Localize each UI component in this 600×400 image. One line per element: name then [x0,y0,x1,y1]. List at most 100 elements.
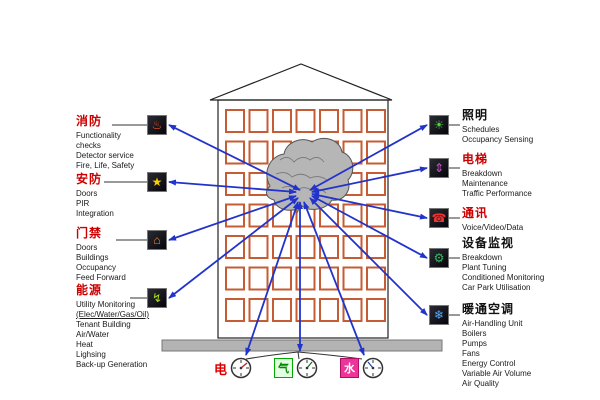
system-subitem: Energy Control [462,359,516,368]
hvac-icon: ❄ [429,305,449,325]
system-subitem: Breakdown [462,253,503,262]
system-subitem: Utility Monitoring [76,300,136,309]
building-window [225,298,245,322]
system-subitem: (Elec/Water/Gas/Oil) [76,310,150,319]
system-subitem: Tenant Building [76,320,131,329]
system-subitem: Detector service [76,151,134,160]
system-subitem: Schedules [462,125,500,134]
system-arrows [168,124,428,356]
water-meter-label: 水 [340,358,359,378]
gas-meter-label: 气 [274,358,293,378]
building-window [319,298,339,322]
hvac-icon-glyph: ❄ [433,308,445,322]
system-subitem: Back-up Generation [76,360,148,369]
system-subitem: Lighsing [76,350,106,359]
building-window [366,172,386,196]
system-arrow [311,166,428,194]
system-subitem: Occupancy Sensing [462,135,534,144]
gas-meter: 气 [274,357,318,379]
lighting-icon-glyph: ☀ [433,118,445,132]
fire-icon-glyph: ♨ [151,118,163,132]
system-subitem: Air Quality [462,379,499,388]
communications-icon-glyph: ☎ [431,211,447,225]
system-subitem: Voice/Video/Data [462,223,524,232]
building-window [295,109,316,133]
ground-slab [161,339,443,352]
elevator-icon-glyph: ⇕ [433,161,445,175]
building-window [319,266,339,291]
building-window [225,266,245,291]
communications-icon: ☎ [429,208,449,228]
system-subitem: Variable Air Volume [462,369,532,378]
system-subitem: Occupancy [76,263,117,272]
system-subitem: checks [76,141,101,150]
system-group-communications: 通讯 Voice/Video/Data [462,204,582,233]
system-title-equipment: 设备监视 [462,236,515,250]
building-window [366,298,386,322]
system-title-elevator: 电梯 [462,152,489,166]
building-roof [209,63,393,101]
system-subitem: Conditioned Monitoring [462,273,545,282]
system-title-communications: 通讯 [462,206,489,220]
lighting-icon: ☀ [429,115,449,135]
equipment-monitoring-icon: ⚙ [429,248,449,268]
system-title-security: 安防 [76,172,103,186]
access-icon-glyph: ⌂ [153,233,161,247]
building-window [225,109,245,133]
building-window [319,109,339,133]
system-items-energy: Utility Monitoring(Elec/Water/Gas/Oil)Te… [76,300,196,370]
access-control-icon: ⌂ [147,230,167,250]
elevator-icon: ⇕ [429,158,449,178]
system-subitem: Doors [76,243,98,252]
gas-gauge-icon [296,357,318,379]
system-subitem: Heat [76,340,93,349]
system-group-energy: 能源 Utility Monitoring(Elec/Water/Gas/Oil… [76,281,196,370]
electricity-meter: 电 [214,357,252,379]
fire-icon: ♨ [147,115,167,135]
system-subitem: Maintenance [462,179,508,188]
system-subitem: Plant Tuning [462,263,507,272]
system-subitem: Air-Handling Unit [462,319,523,328]
system-arrow [168,124,301,191]
building-window [319,235,339,259]
system-subitem: Air/Water [76,330,110,339]
system-subitem: Pumps [462,339,487,348]
electricity-gauge-icon [230,357,252,379]
system-title-fire: 消防 [76,114,103,128]
building-window [248,235,269,259]
building-window [225,172,245,196]
system-arrow [245,201,299,356]
system-subitem: PIR [76,199,90,208]
building-window [248,172,269,196]
system-subitem: Functionality [76,131,121,140]
system-title-energy: 能源 [76,283,103,297]
building-window [272,109,292,133]
system-subitem: Fire, Life, Safety [76,161,135,170]
energy-icon: ↯ [147,288,167,308]
building-window [342,203,363,228]
security-icon-glyph: ★ [151,175,163,189]
equipment-icon-glyph: ⚙ [433,251,445,265]
water-gauge-icon [362,357,384,379]
system-subitem: Buildings [76,253,109,262]
electricity-meter-label: 电 [214,361,228,377]
system-subitem: Breakdown [462,169,503,178]
security-icon: ★ [147,172,167,192]
system-subitem: Boilers [462,329,487,338]
system-subitem: Fans [462,349,480,358]
